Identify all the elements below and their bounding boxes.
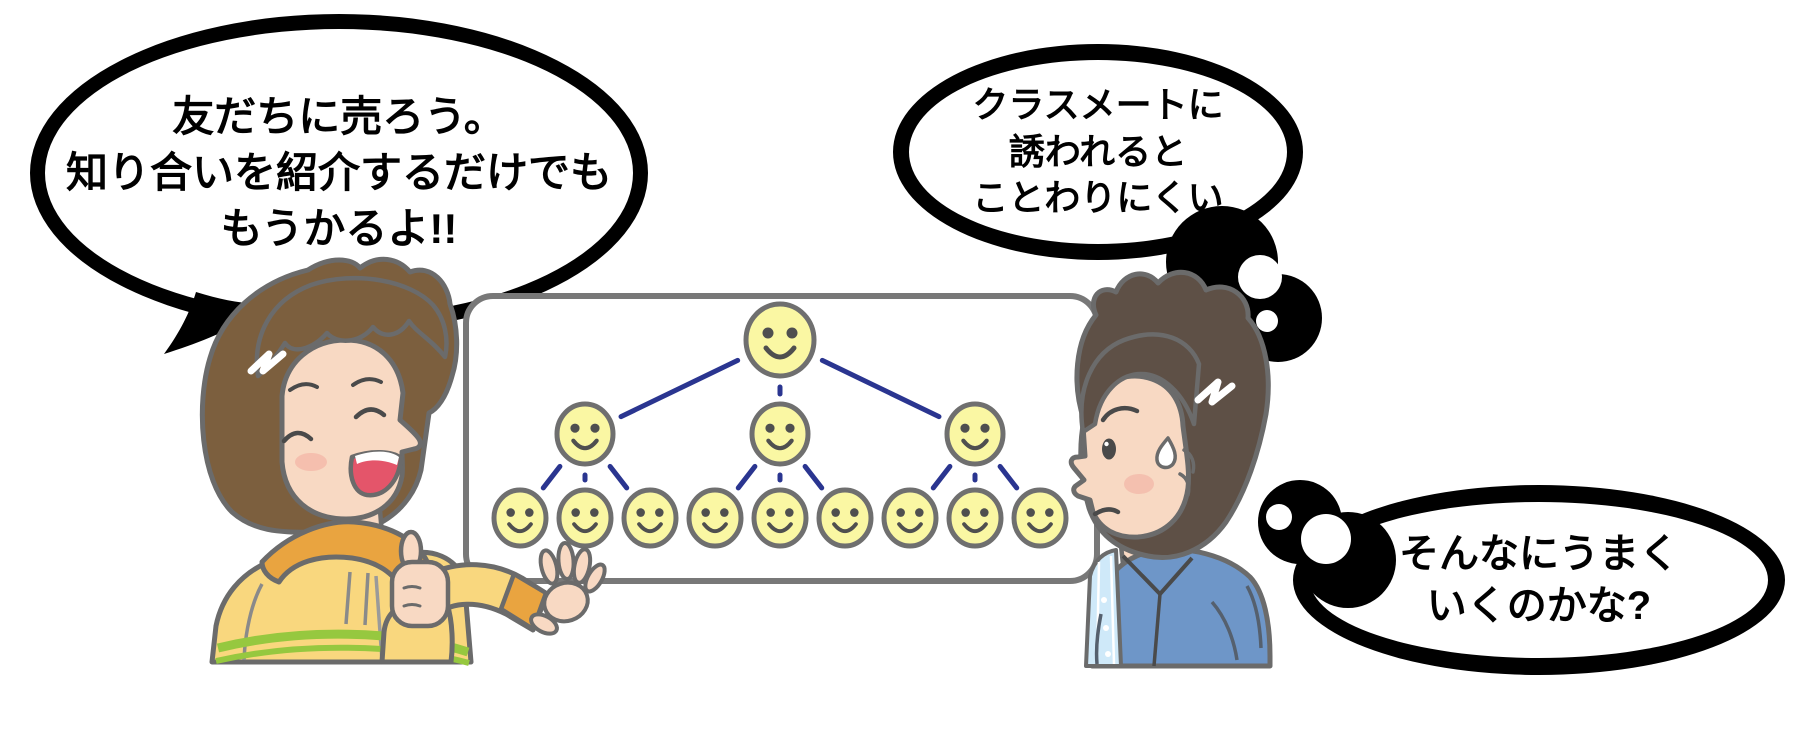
pyramid-diagram — [491, 301, 1069, 549]
left-boy-mouth — [348, 450, 404, 498]
network-edge — [540, 463, 563, 491]
smiley-face-icon — [946, 487, 1004, 549]
smiley-face-icon — [751, 487, 809, 549]
smiley-face-icon — [1011, 487, 1069, 549]
smiley-face-icon — [881, 487, 939, 549]
sweat-drop-icon — [1155, 436, 1177, 470]
left-boy-jacket — [209, 546, 474, 665]
right-boy-hair — [1074, 269, 1271, 560]
thought-line: 誘われると — [1008, 130, 1188, 172]
network-edge — [607, 463, 630, 491]
right-boy-shirt — [1089, 546, 1273, 669]
smiley-face-icon — [491, 487, 549, 549]
smiley-face-icon — [621, 487, 679, 549]
smiley-face-icon — [816, 487, 874, 549]
left-boy-fist — [389, 559, 451, 629]
smiley-face-icon — [749, 401, 811, 467]
smiley-face-icon — [743, 301, 817, 379]
left-boy-shirt — [310, 544, 398, 578]
left-boy-hood — [259, 519, 432, 600]
smiley-face-icon — [686, 487, 744, 549]
thought-line: いくのかな? — [1426, 584, 1652, 628]
left-boy-face — [279, 337, 423, 522]
hair-shine — [1194, 378, 1236, 406]
thought-bubble-top: クラスメートに 誘われると ことわりにくい — [893, 44, 1303, 260]
network-edge — [819, 357, 942, 420]
left-boy-thumb — [398, 529, 424, 573]
speech-line: 知り合いを紹介するだけでも — [65, 148, 612, 196]
thought-line: ことわりにくい — [972, 177, 1224, 219]
network-edge — [930, 463, 953, 491]
smiley-face-icon — [554, 401, 616, 467]
speech-bubble: 友だちに売ろう。 知り合いを紹介するだけでも もうかるよ!! — [30, 14, 648, 332]
smiley-face-icon — [556, 487, 614, 549]
thought-line: クラスメートに — [972, 83, 1224, 125]
thought-dots — [1238, 255, 1351, 564]
hair-shine — [247, 350, 287, 375]
speech-line: もうかるよ!! — [220, 205, 458, 253]
smiley-face-icon — [944, 401, 1006, 467]
network-edge — [997, 463, 1020, 491]
network-edge — [735, 463, 758, 491]
speech-line: 友だちに売ろう。 — [172, 92, 506, 140]
thought-bubble-bottom: そんなにうまく いくのかな? — [1293, 485, 1785, 675]
right-boy — [1068, 269, 1273, 669]
network-edge — [618, 357, 741, 420]
thought-line: そんなにうまく — [1399, 532, 1679, 576]
network-edge — [802, 463, 825, 491]
